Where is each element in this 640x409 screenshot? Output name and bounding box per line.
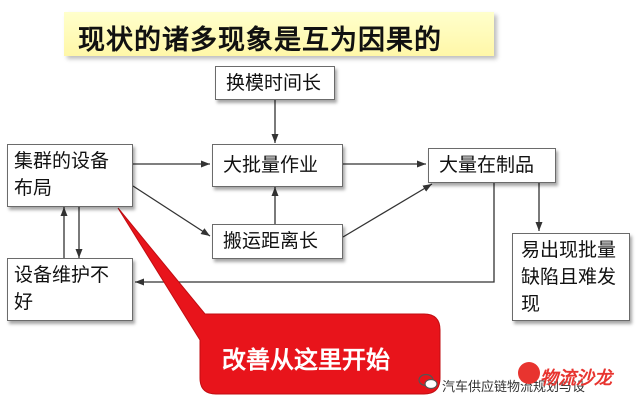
page-title: 现状的诸多现象是互为因果的 [78,25,442,56]
node-large-wip: 大量在制品 [428,148,556,183]
node-clustered-layout: 集群的设备 布局 [7,144,133,207]
wechat-icon [418,373,438,390]
callout-shape [117,207,441,395]
watermark-wechat-text: 汽车供应链物流规划与设 [442,380,586,395]
node-large-batch-operation: 大批量作业 [212,144,343,187]
watermark-logo-text: 物流沙龙 [540,368,612,389]
node-long-transport-distance: 搬运距离长 [212,224,343,259]
logo-mark [518,362,540,384]
node-mold-change-time: 换模时间长 [215,66,335,100]
edge-wip-to-maintenance [135,183,495,286]
node-batch-defects: 易出现批量 缺陷且难发 现 [512,233,630,321]
title-banner: 现状的诸多现象是互为因果的 [64,12,494,56]
edge-cluster-to-transport [132,185,211,237]
edge-transport-to-wip [342,183,433,238]
callout-label: 改善从这里开始 [222,346,390,374]
node-poor-maintenance: 设备维护不 好 [7,258,133,321]
